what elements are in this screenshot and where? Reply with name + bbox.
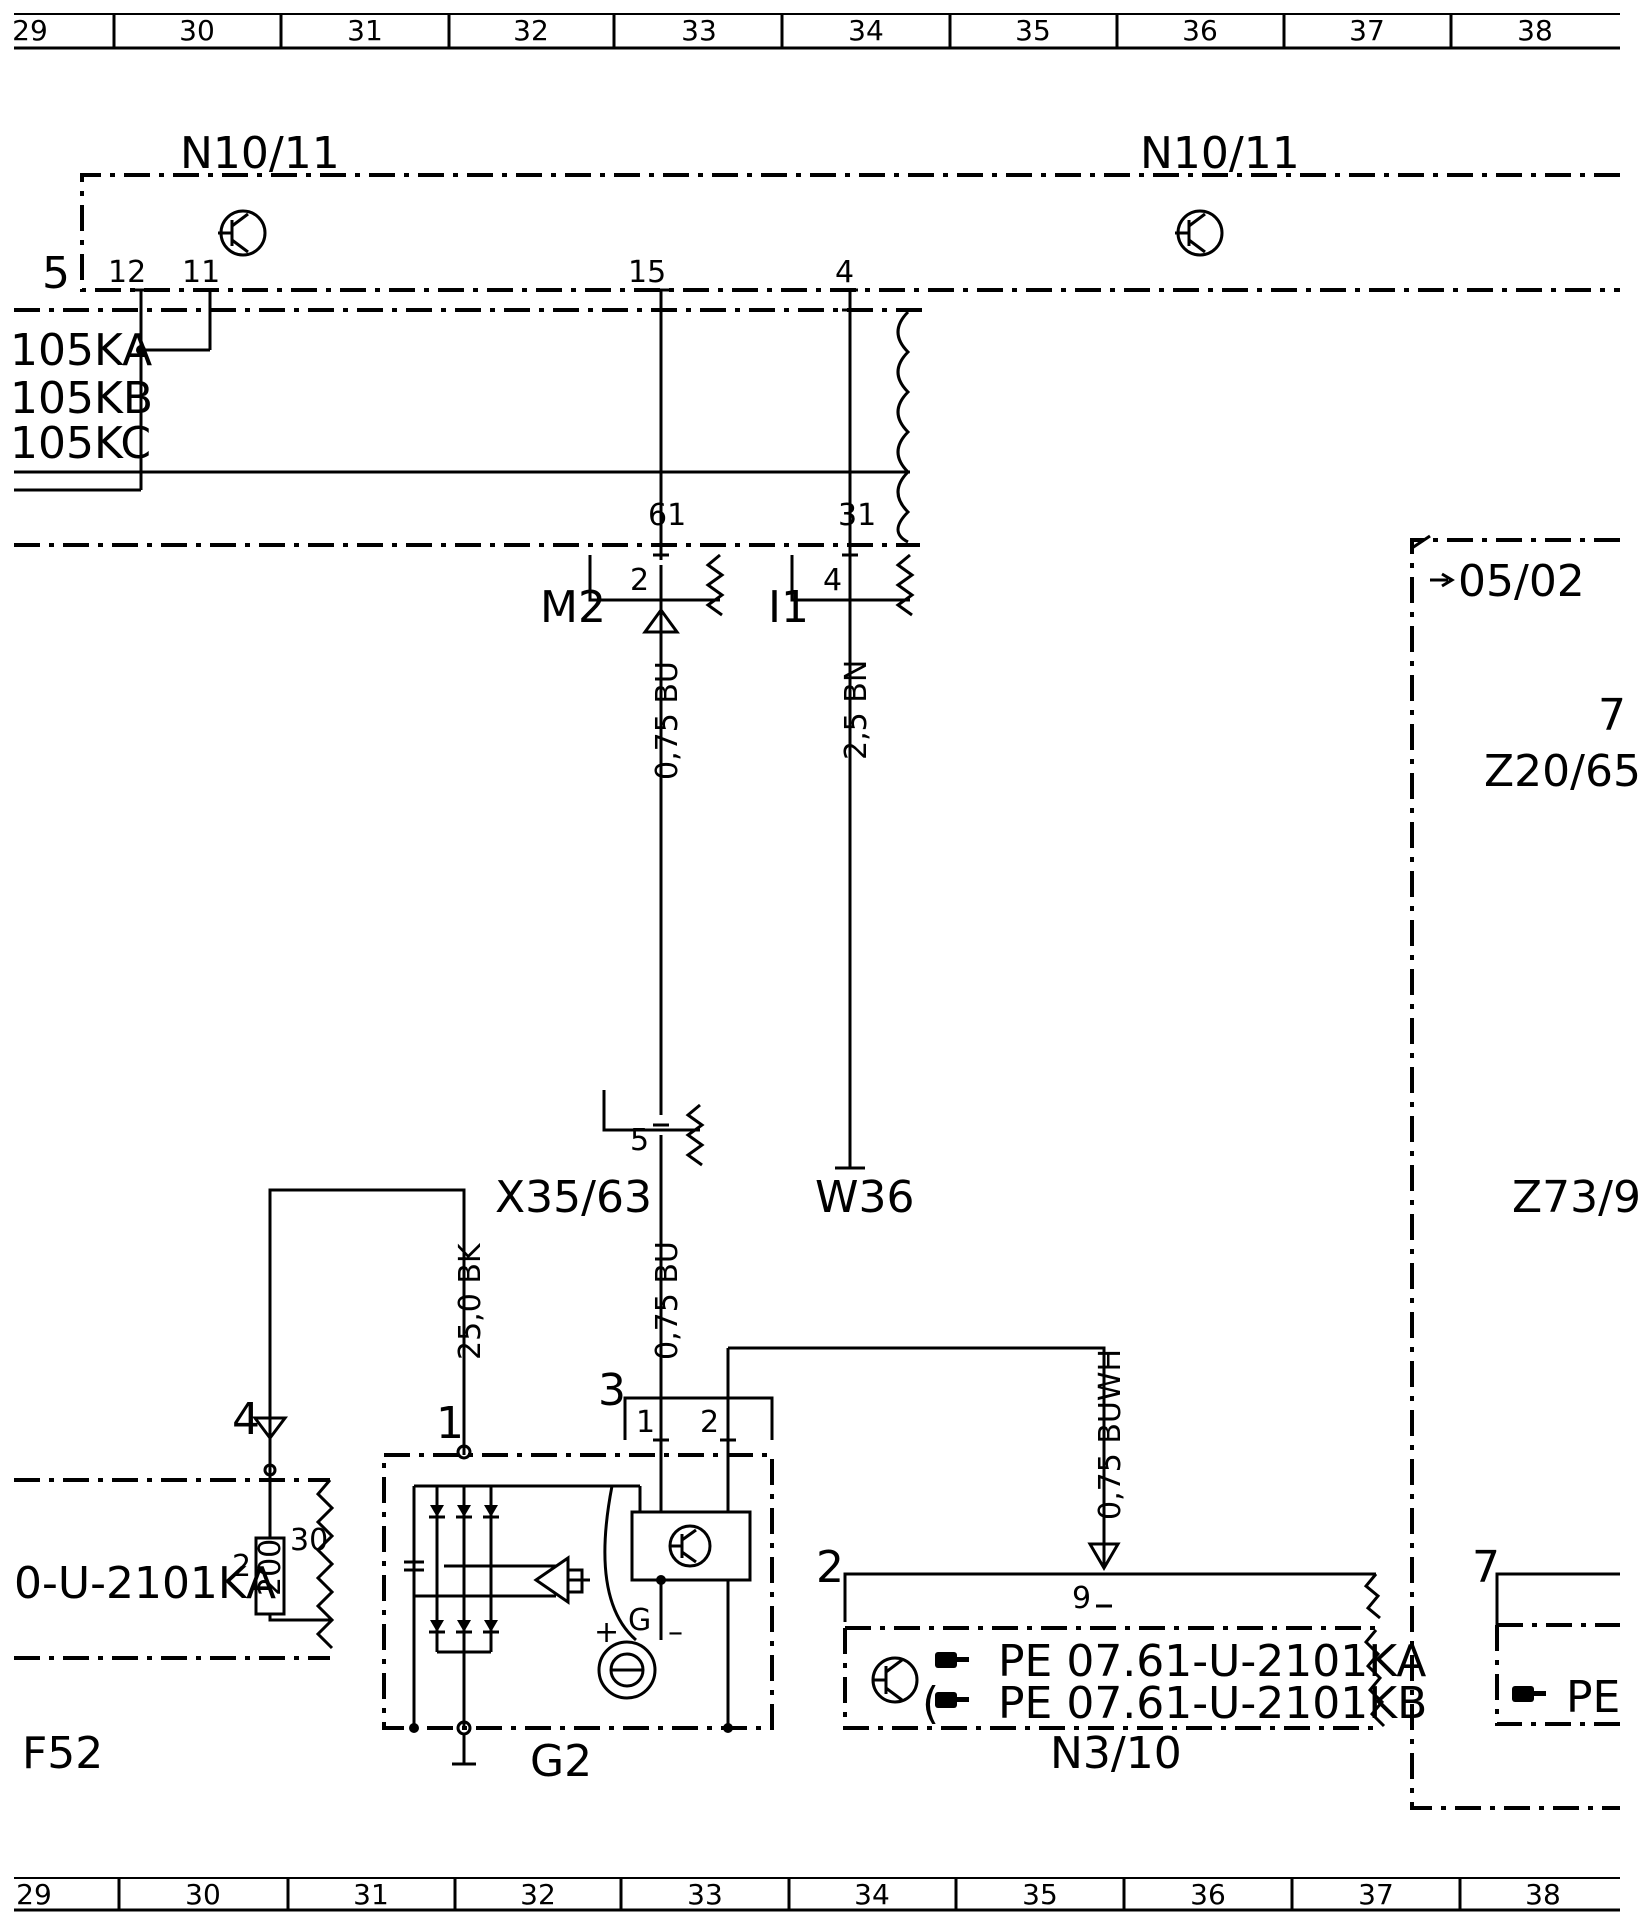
grid-top-37: 37: [1349, 14, 1385, 47]
pin-12-label: 12: [108, 255, 146, 290]
grid-bottom-37: 37: [1358, 1878, 1394, 1911]
grid-bottom-38: 38: [1525, 1878, 1561, 1911]
wire-pin15: 61 2 M2: [540, 290, 725, 1115]
code-105kb: 105KB: [10, 373, 153, 424]
wire-label-bu-bottom: 0,75 BU: [650, 1241, 685, 1360]
code-105kc: 105KC: [10, 418, 151, 469]
x35-63-label: X35/63: [495, 1172, 652, 1223]
pin-4-label: 4: [835, 255, 854, 290]
pointing-hand-icon: [935, 1692, 969, 1708]
pin-31-label: 31: [838, 498, 876, 533]
n10-11-module: N10/11 N10/11 5 12 11 15 4: [42, 128, 1620, 299]
wire-label-bk: 25,0 BK: [453, 1242, 488, 1360]
g2-label: G2: [530, 1736, 592, 1787]
pe-line-1: PE 07.61-U-2101KA: [998, 1636, 1426, 1687]
x35-pin-label: 5: [630, 1123, 649, 1158]
grid-top-35: 35: [1015, 14, 1051, 47]
i1-pin-label: 4: [823, 563, 842, 598]
x35-63-connector: 5 X35/63: [495, 1090, 705, 1442]
grid-bottom-32: 32: [520, 1878, 556, 1911]
pe-paren: (: [922, 1678, 939, 1729]
code-105ka: 105KA: [10, 325, 152, 376]
f52-ref-sup: 2: [232, 1549, 251, 1584]
n3-10-connector-label: 2: [816, 1542, 844, 1593]
i1-label: I1: [768, 582, 809, 633]
z20-65-label: Z20/65: [1484, 746, 1641, 797]
grid-bottom-36: 36: [1190, 1878, 1226, 1911]
grid-top-32: 32: [513, 14, 549, 47]
wire-bk: 25,0 BK 1: [268, 1188, 488, 1455]
g-label: G: [628, 1603, 651, 1638]
g2-alternator: G + – G2: [382, 1444, 774, 1787]
pin-61-label: 61: [648, 498, 686, 533]
w36-label: W36: [815, 1172, 915, 1223]
grid-bottom-31: 31: [353, 1878, 389, 1911]
wire-label-bn: 2,5 BN: [839, 660, 874, 760]
pin-5-label: 5: [42, 248, 70, 299]
m2-label: M2: [540, 582, 606, 633]
grid-top: 29 30 31 32 33 34 35 36 37 38: [12, 13, 1620, 50]
transistor-icon: [871, 1656, 919, 1704]
n3-10-pin-label: 9: [1072, 1581, 1091, 1616]
grid-bottom-35: 35: [1022, 1878, 1058, 1911]
g2-pin-1-label: 1: [436, 1398, 464, 1449]
grid-bottom-29: 29: [16, 1878, 52, 1911]
resistor-value: 200: [253, 1539, 288, 1596]
grid-top-36: 36: [1182, 14, 1218, 47]
f52-pin30-label: 30: [290, 1523, 328, 1558]
grid-top-29: 29: [12, 14, 48, 47]
wire-label-buwh: 0,75 BUWH: [1093, 1349, 1128, 1520]
z-pin-7-label: 7: [1472, 1542, 1500, 1593]
n10-11-right-label: N10/11: [1140, 128, 1300, 179]
m2-pin-label: 2: [630, 563, 649, 598]
connector-3-pin2: 2: [700, 1405, 719, 1440]
f52-ref-code: 0-U-2101KA: [14, 1558, 276, 1609]
grid-top-31: 31: [347, 14, 383, 47]
pin-15-label: 15: [628, 255, 666, 290]
connector-3-pin1: 1: [636, 1405, 655, 1440]
f52-pin-label: 4: [232, 1394, 260, 1445]
grid-top-34: 34: [848, 14, 884, 47]
wire-pin4: 31 4 I1 W36: [768, 290, 915, 1223]
pe-right: PE: [1566, 1672, 1620, 1723]
transistor-icon: [1175, 209, 1224, 257]
grid-bottom-33: 33: [687, 1878, 723, 1911]
z73-label: Z73/9: [1512, 1172, 1641, 1223]
n3-10-label: N3/10: [1050, 1728, 1182, 1779]
wire-label-bu-top: 0,75 BU: [650, 661, 685, 780]
n10-11-left-label: N10/11: [180, 128, 340, 179]
connector-3: 3 1 2 0,75 BUWH: [598, 1346, 1128, 1568]
grid-top-33: 33: [681, 14, 717, 47]
grid-bottom-30: 30: [185, 1878, 221, 1911]
grid-bottom: 29 30 31 32 33 34 35 36 37 38: [14, 1877, 1620, 1912]
transistor-icon: [218, 209, 267, 257]
diode-icon: [429, 1505, 499, 1634]
pin-11-label: 11: [182, 255, 220, 290]
ref-0502-label: 05/02: [1458, 556, 1585, 607]
pe-line-2: PE 07.61-U-2101KB: [998, 1678, 1427, 1729]
connector-block-105k: 105KA 105KB 105KC: [10, 290, 930, 547]
grid-bottom-34: 34: [854, 1878, 890, 1911]
grid-top-30: 30: [179, 14, 215, 47]
minus-label: –: [668, 1615, 683, 1650]
grid-top-38: 38: [1517, 14, 1553, 47]
f52-fuse-box: 4 200 30 0-U-2101KA 2 F52: [14, 1394, 335, 1779]
pointing-hand-icon: [1512, 1686, 1546, 1702]
z-module: 05/02 7 Z20/65 Z73/9 7 PE: [1410, 534, 1641, 1810]
z-pin-7-top: 7: [1598, 690, 1626, 741]
n3-10-module: 2 9 PE 07.61-U-2101KA ( PE 07.61-U-2101K…: [816, 1542, 1427, 1779]
connector-3-label: 3: [598, 1365, 626, 1416]
pointing-hand-icon: [935, 1652, 969, 1668]
f52-label: F52: [22, 1728, 103, 1779]
transistor-icon: [668, 1524, 712, 1568]
plus-label: +: [594, 1615, 619, 1650]
